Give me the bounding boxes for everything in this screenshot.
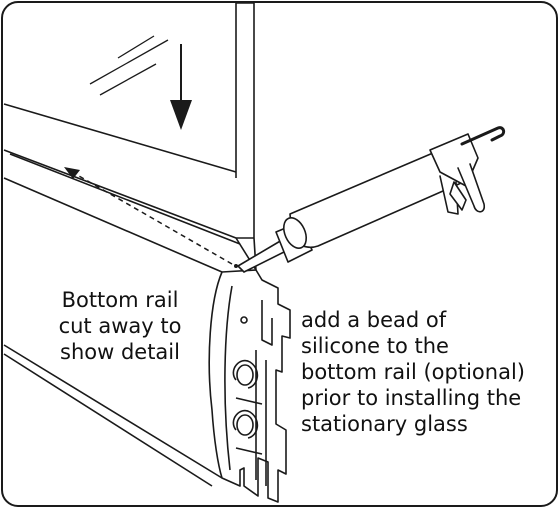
instruction-label-line: add a bead of: [301, 308, 447, 332]
instruction-label-line: stationary glass: [301, 412, 468, 436]
cutaway-label-line: Bottom rail: [61, 288, 179, 312]
rail-cross-section: [208, 269, 291, 503]
glass-reflection-lines: [89, 35, 169, 96]
caulking-gun: [237, 126, 506, 273]
cutaway-label: Bottom rail cut away to show detail: [40, 287, 200, 365]
instruction-label-line: bottom rail (optional): [301, 360, 525, 384]
instruction-label: add a bead of silicone to the bottom rai…: [301, 307, 525, 437]
cutaway-label-line: show detail: [60, 340, 180, 364]
bead-direction-arrow-icon: [64, 167, 233, 265]
glass-down-arrow-icon: [170, 44, 192, 130]
glass-panel: [235, 2, 255, 238]
bottom-rail: [3, 103, 257, 487]
instruction-label-line: prior to installing the: [301, 386, 522, 410]
silicone-bead: [234, 264, 238, 268]
instruction-label-line: silicone to the: [301, 334, 449, 358]
cutaway-label-line: cut away to: [58, 314, 182, 338]
